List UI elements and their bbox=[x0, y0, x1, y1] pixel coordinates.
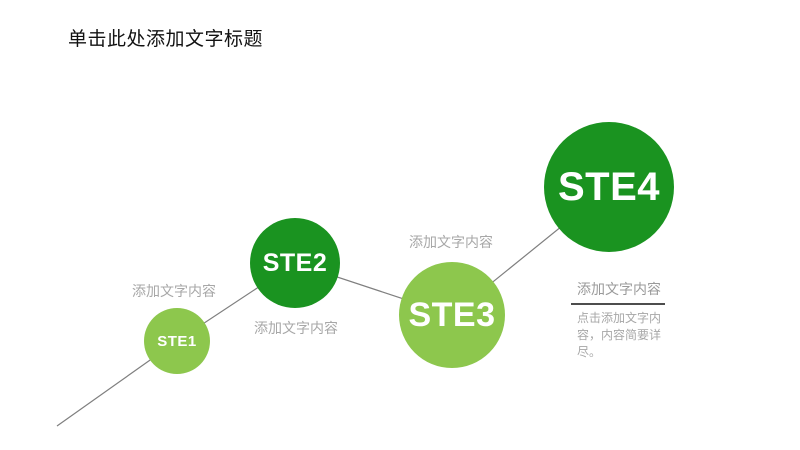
step2-caption-placeholder[interactable]: 添加文字内容 bbox=[254, 320, 338, 336]
step3-caption-placeholder[interactable]: 添加文字内容 bbox=[409, 234, 493, 250]
slide-title-placeholder[interactable]: 单击此处添加文字标题 bbox=[68, 29, 264, 50]
step1-caption-placeholder[interactable]: 添加文字内容 bbox=[132, 283, 216, 299]
connector-polyline bbox=[56, 187, 610, 427]
step-circle-ste1[interactable]: STE1 bbox=[144, 308, 210, 374]
step4-detail-panel: 添加文字内容 点击添加文字内容，内容简要详尽。 bbox=[571, 279, 667, 360]
detail-heading-placeholder[interactable]: 添加文字内容 bbox=[577, 281, 661, 297]
detail-divider bbox=[571, 303, 665, 305]
detail-body-placeholder[interactable]: 点击添加文字内容，内容简要详尽。 bbox=[577, 311, 662, 359]
step-circle-ste2[interactable]: STE2 bbox=[250, 218, 340, 308]
step-circle-ste4[interactable]: STE4 bbox=[544, 122, 674, 252]
step-circle-ste3[interactable]: STE3 bbox=[399, 262, 505, 368]
